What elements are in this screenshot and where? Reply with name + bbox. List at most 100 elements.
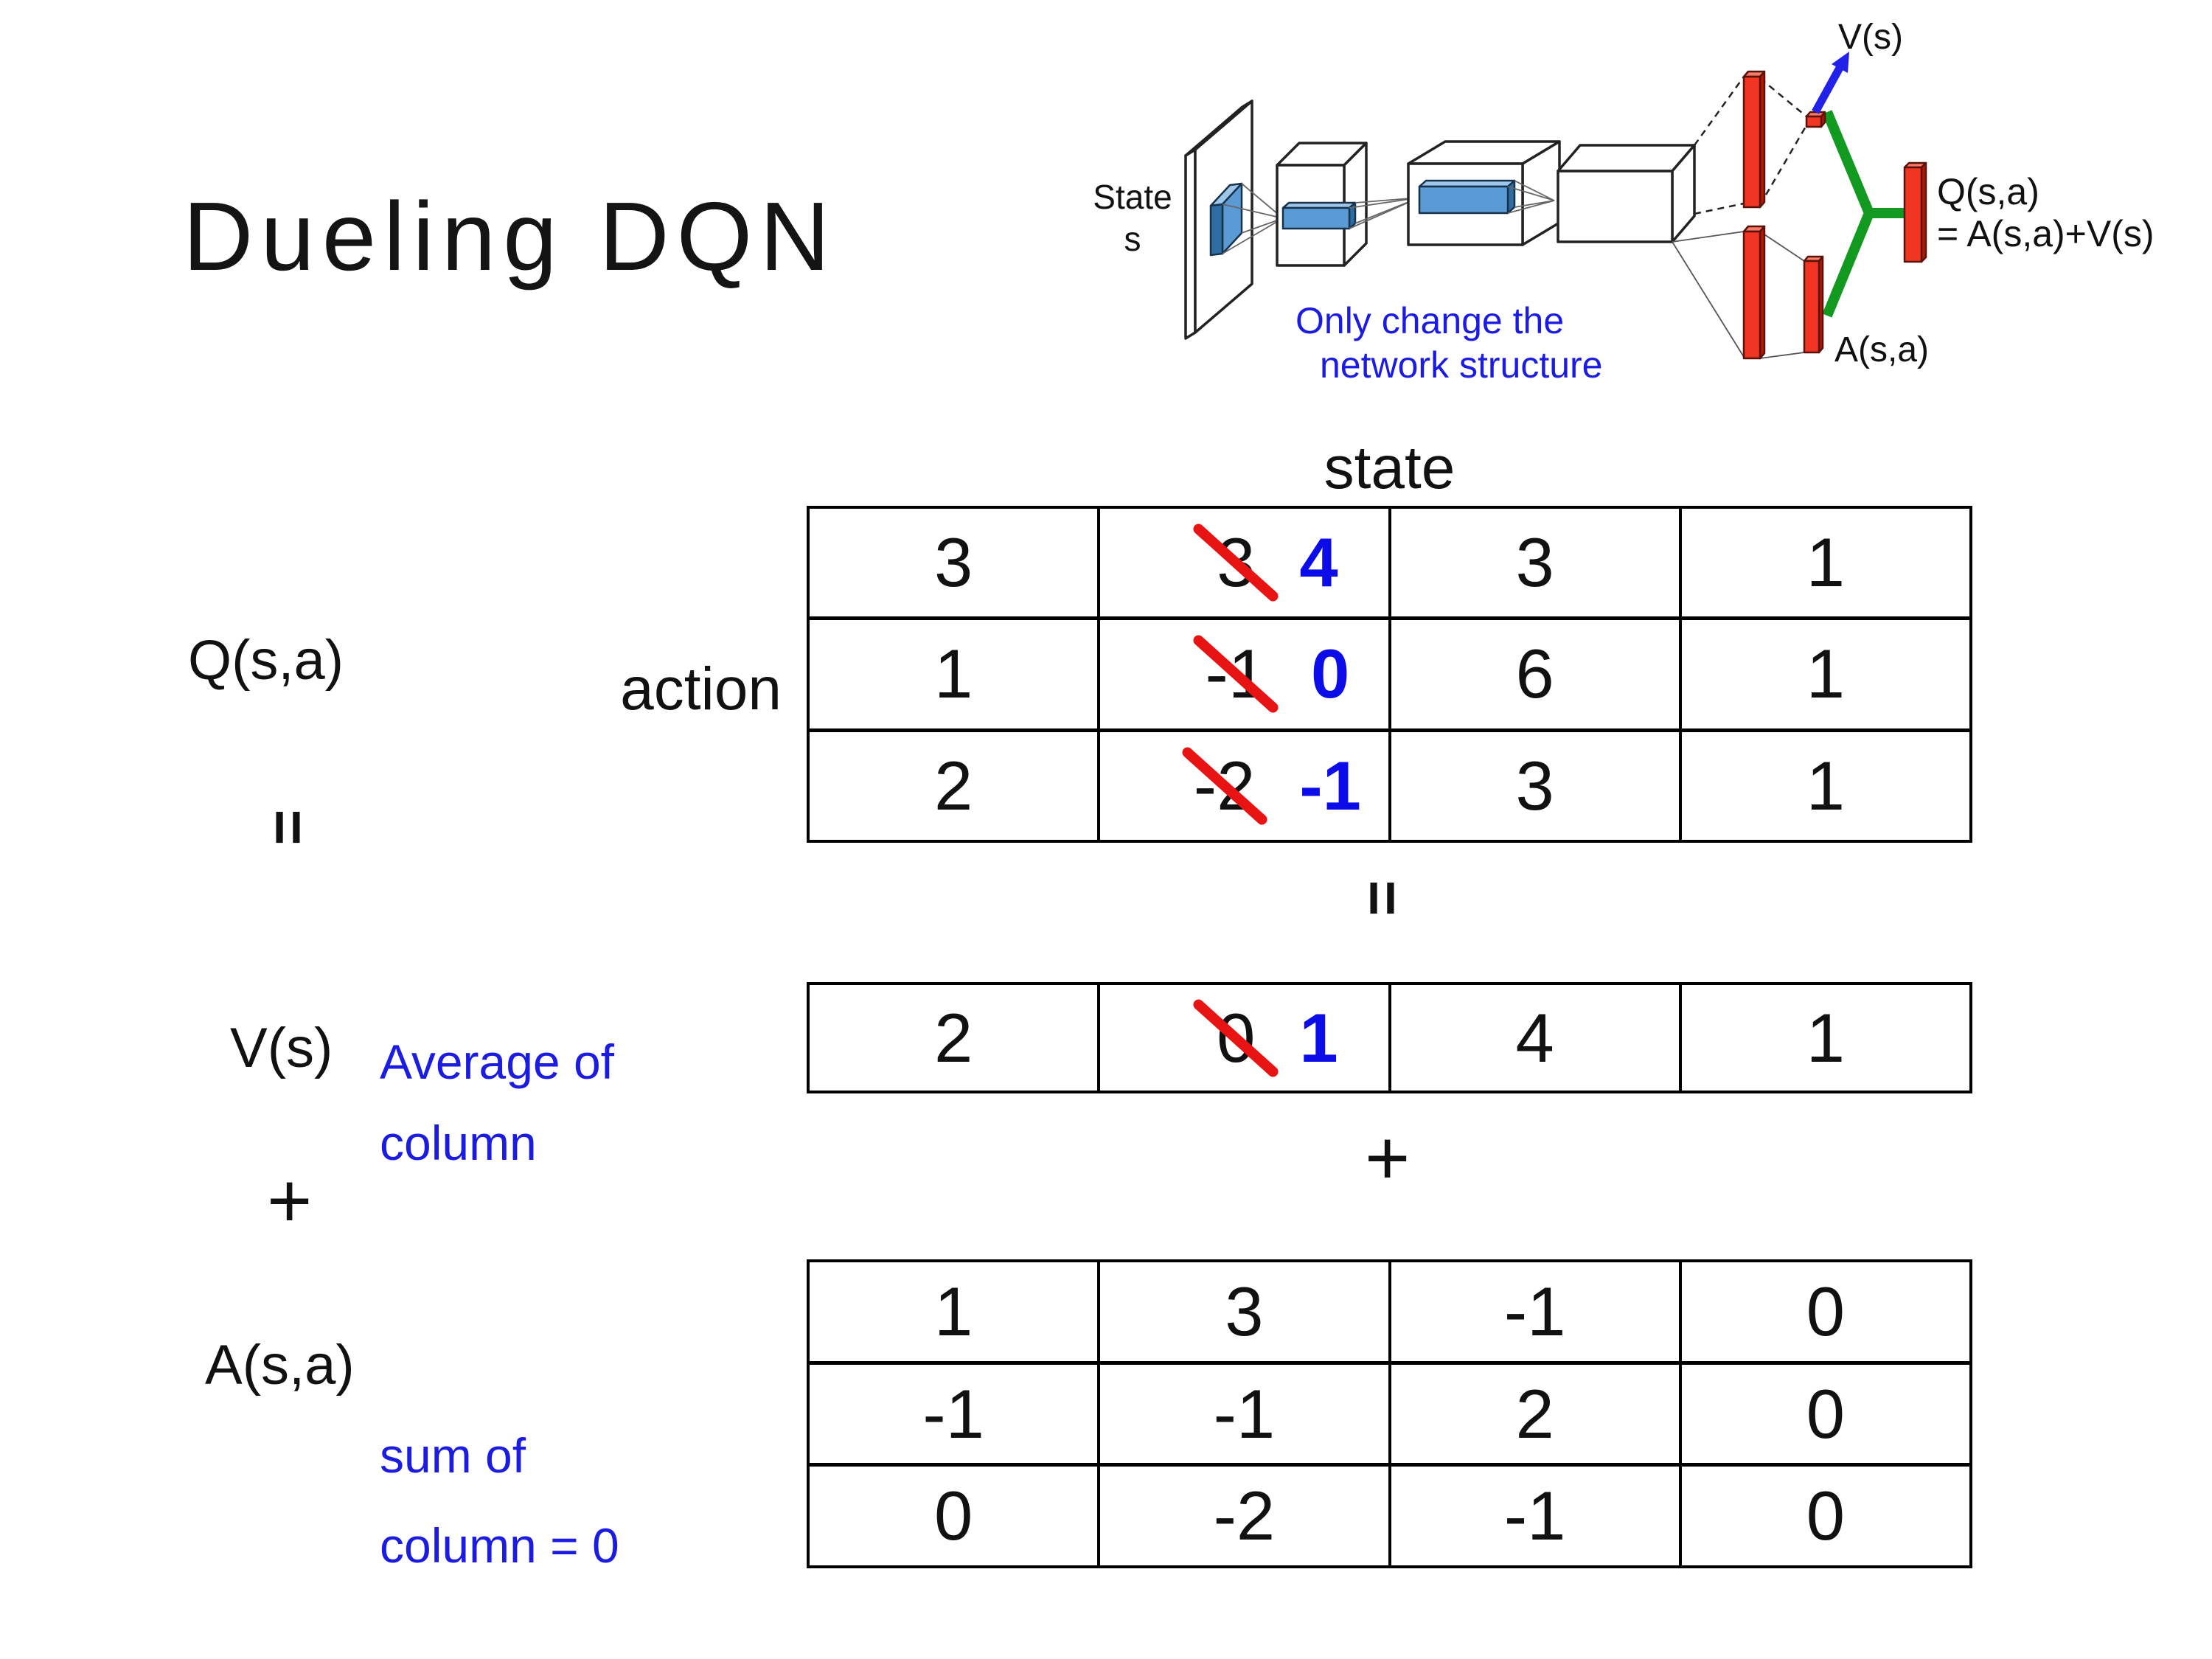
cell-value: 1 [1806, 635, 1846, 713]
merge-branch [1822, 110, 1908, 318]
table-cell: 1 [1678, 731, 1969, 840]
diagram-v-label: V(s) [1838, 18, 1903, 57]
table-cell: 0 [810, 1467, 1097, 1565]
average-note-line1: Average of [380, 1034, 615, 1089]
feature-slab-2 [1281, 201, 1357, 230]
cell-value: 2 [933, 998, 973, 1077]
old-value: 0 [1191, 997, 1281, 1079]
table-row: 0 -2 -1 0 [810, 1463, 1969, 1566]
q-output-bar [1903, 161, 1927, 263]
table-cell: 0 [1678, 1364, 1969, 1464]
table-cell: 1 [810, 1262, 1097, 1361]
conv-lines-3 [1507, 180, 1555, 214]
table-cell: 1 [1678, 985, 1969, 1091]
strikethrough-mark [1191, 633, 1281, 715]
cell-value: 3 [1515, 524, 1554, 602]
fc-bar-a-hidden [1742, 225, 1766, 360]
table-cell: -2 [1097, 1467, 1388, 1566]
table-row: -1 -1 2 0 [810, 1360, 1969, 1464]
table-cell: 0 [1678, 1467, 1969, 1566]
table-cell: 2 [810, 732, 1097, 840]
diagram-a-label: A(s,a) [1834, 330, 1929, 369]
table-row: 1 3 -1 0 [810, 1262, 1969, 1361]
state-label-line1: State [1093, 178, 1172, 216]
conv-filter-slab-1 [1209, 182, 1243, 257]
table-cell: 3 [1388, 509, 1679, 617]
cell-value: 3 [1225, 1272, 1264, 1350]
v-row-table: 20141 [807, 982, 1972, 1093]
cell-value: 1 [933, 1272, 973, 1350]
table-cell-corrected: -2-1 [1097, 731, 1388, 840]
fc-bar-v-hidden [1742, 70, 1766, 209]
table-row: 33431 [810, 509, 1969, 617]
cell-value: 6 [1515, 635, 1554, 713]
strikethrough-mark [1191, 997, 1281, 1079]
diagram-note-line2: network structure [1320, 344, 1602, 386]
conv-box-3 [1557, 144, 1696, 243]
state-header: state [1324, 434, 1455, 501]
sum-note-line2: column = 0 [380, 1518, 619, 1573]
table-cell: 2 [1388, 1364, 1679, 1464]
state-label-line2: s [1124, 220, 1141, 258]
table-cell: 4 [1388, 985, 1679, 1091]
table-cell: -1 [1388, 1262, 1679, 1361]
diagram-note-line1: Only change the [1295, 300, 1564, 341]
strikethrough-mark [1191, 521, 1281, 604]
table-cell: 1 [810, 620, 1097, 728]
cell-value: 2 [1515, 1374, 1554, 1453]
table-cell: 6 [1388, 620, 1679, 728]
v-output-arrow [1812, 52, 1849, 114]
diagram-q-formula: = A(s,a)+V(s) [1937, 213, 2154, 254]
a-function-label: A(s,a) [205, 1334, 355, 1397]
equals-sign-middle: = [1349, 867, 1418, 929]
cell-value: -1 [1503, 1272, 1566, 1350]
table-cell: 3 [1388, 731, 1679, 840]
feature-slab-3 [1418, 179, 1516, 215]
table-cell: -1 [810, 1365, 1097, 1464]
diagram-q-label: Q(s,a) [1937, 171, 2039, 212]
plus-sign-middle: + [1365, 1115, 1411, 1201]
equals-glyph: = [1348, 880, 1418, 917]
a-table: 1 3 -1 0 -1 -1 2 0 0 -2 -1 0 [807, 1259, 1972, 1568]
cell-value: 4 [1515, 998, 1554, 1077]
action-label: action [620, 655, 782, 723]
table-cell: -1 [1097, 1364, 1388, 1464]
sum-note-line1: sum of [380, 1428, 526, 1483]
cell-value: 1 [1806, 998, 1846, 1077]
table-row: 20141 [810, 985, 1969, 1091]
table-cell: -1 [1388, 1467, 1679, 1566]
plus-sign-left: + [267, 1158, 313, 1244]
table-cell-corrected: 01 [1097, 985, 1388, 1091]
cell-value: 3 [933, 524, 973, 602]
slide-title: Dueling DQN [183, 182, 838, 291]
equals-sign-left: = [254, 796, 324, 858]
strikethrough-mark [1180, 745, 1269, 827]
v-function-label: V(s) [230, 1017, 333, 1079]
v-scalar-node [1805, 111, 1826, 128]
cell-value: 0 [933, 1477, 973, 1555]
table-row: 2 -2-1 3 1 [810, 728, 1969, 840]
equals-glyph: = [254, 809, 324, 846]
cell-value: 1 [1806, 524, 1846, 602]
cell-value: -1 [1503, 1477, 1566, 1555]
table-cell-corrected: 34 [1097, 509, 1388, 617]
table-cell: 1 [1678, 509, 1969, 617]
corrected-value: 4 [1299, 524, 1338, 602]
cell-value: -1 [922, 1374, 984, 1453]
table-cell: 3 [1097, 1262, 1388, 1361]
corrected-value: 1 [1299, 998, 1338, 1077]
cell-value: 0 [1806, 1374, 1846, 1453]
old-value: -1 [1191, 633, 1281, 715]
cell-value: 0 [1806, 1272, 1846, 1350]
dueling-network-diagram: State s Only change the network structur… [1093, 18, 2154, 386]
cell-value: 1 [933, 635, 973, 713]
old-value: -2 [1180, 745, 1269, 827]
old-value: 3 [1191, 521, 1281, 604]
cell-value: -2 [1213, 1477, 1276, 1555]
average-note-line2: column [380, 1116, 537, 1170]
corrected-value: 0 [1311, 635, 1350, 713]
cell-value: 2 [933, 746, 973, 824]
cell-value: 3 [1515, 746, 1554, 824]
cell-value: 0 [1806, 1477, 1846, 1555]
